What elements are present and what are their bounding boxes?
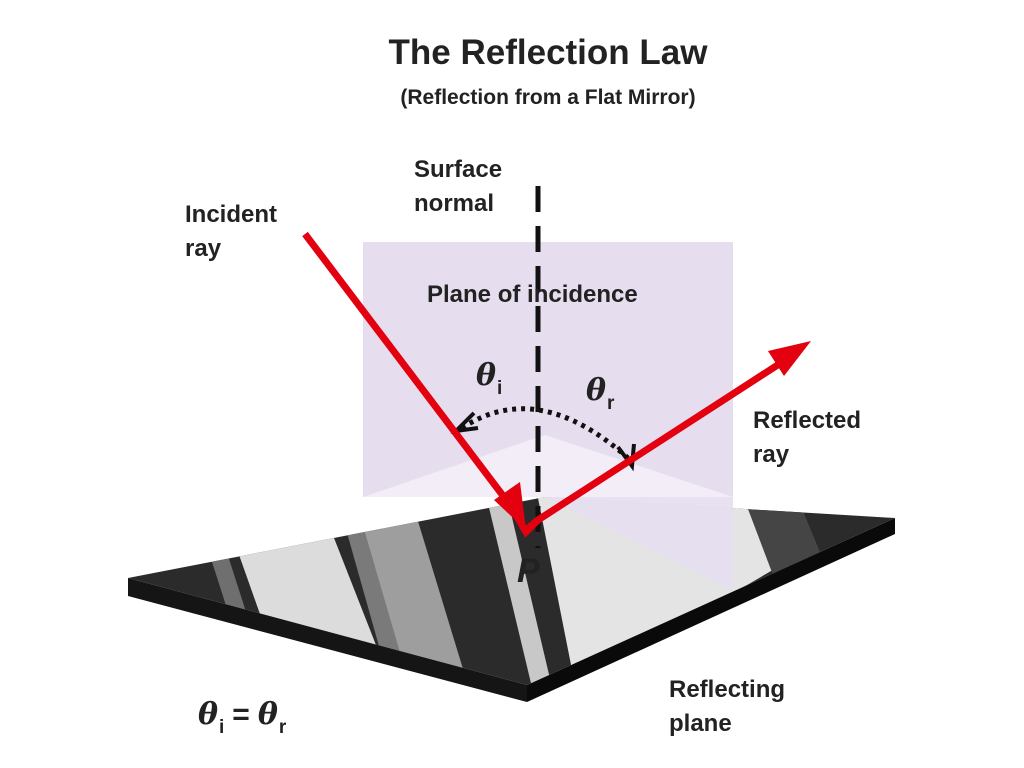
reflection-equation: θi=θr bbox=[198, 697, 287, 738]
incident-point-join bbox=[506, 503, 541, 538]
surface-normal-label-line2: normal bbox=[414, 190, 494, 217]
angle-arc-arrowhead-right bbox=[616, 443, 636, 472]
diagram-title: The Reflection Law bbox=[389, 33, 709, 72]
angle-arc bbox=[460, 406, 630, 460]
theta-r-label: θr bbox=[586, 373, 615, 414]
theta-i-label: θi bbox=[476, 358, 502, 399]
surface-normal-label-line1: Surface bbox=[414, 156, 502, 183]
reflecting-plane bbox=[128, 497, 895, 702]
reflected-ray-label-line1: Reflected bbox=[753, 407, 861, 434]
incident-ray-label-line2: ray bbox=[185, 235, 222, 262]
plane-of-incidence bbox=[363, 242, 733, 590]
reflected-ray-label-line2: ray bbox=[753, 441, 790, 468]
reflecting-plane-label-line2: plane bbox=[669, 710, 732, 737]
reflected-ray-arrowhead bbox=[768, 341, 811, 376]
plane-of-incidence-label: Plane of incidence bbox=[427, 281, 638, 308]
diagram-subtitle: (Reflection from a Flat Mirror) bbox=[400, 86, 695, 109]
incident-ray-label-line1: Incident bbox=[185, 201, 277, 228]
reflecting-plane-label-line1: Reflecting bbox=[669, 676, 785, 703]
plane-of-incidence-lower bbox=[363, 497, 733, 590]
mirror-right-edge bbox=[527, 518, 895, 702]
plane-of-incidence-highlight bbox=[363, 435, 733, 497]
mirror-front-edge bbox=[128, 578, 527, 702]
point-p-label: P bbox=[517, 552, 540, 590]
